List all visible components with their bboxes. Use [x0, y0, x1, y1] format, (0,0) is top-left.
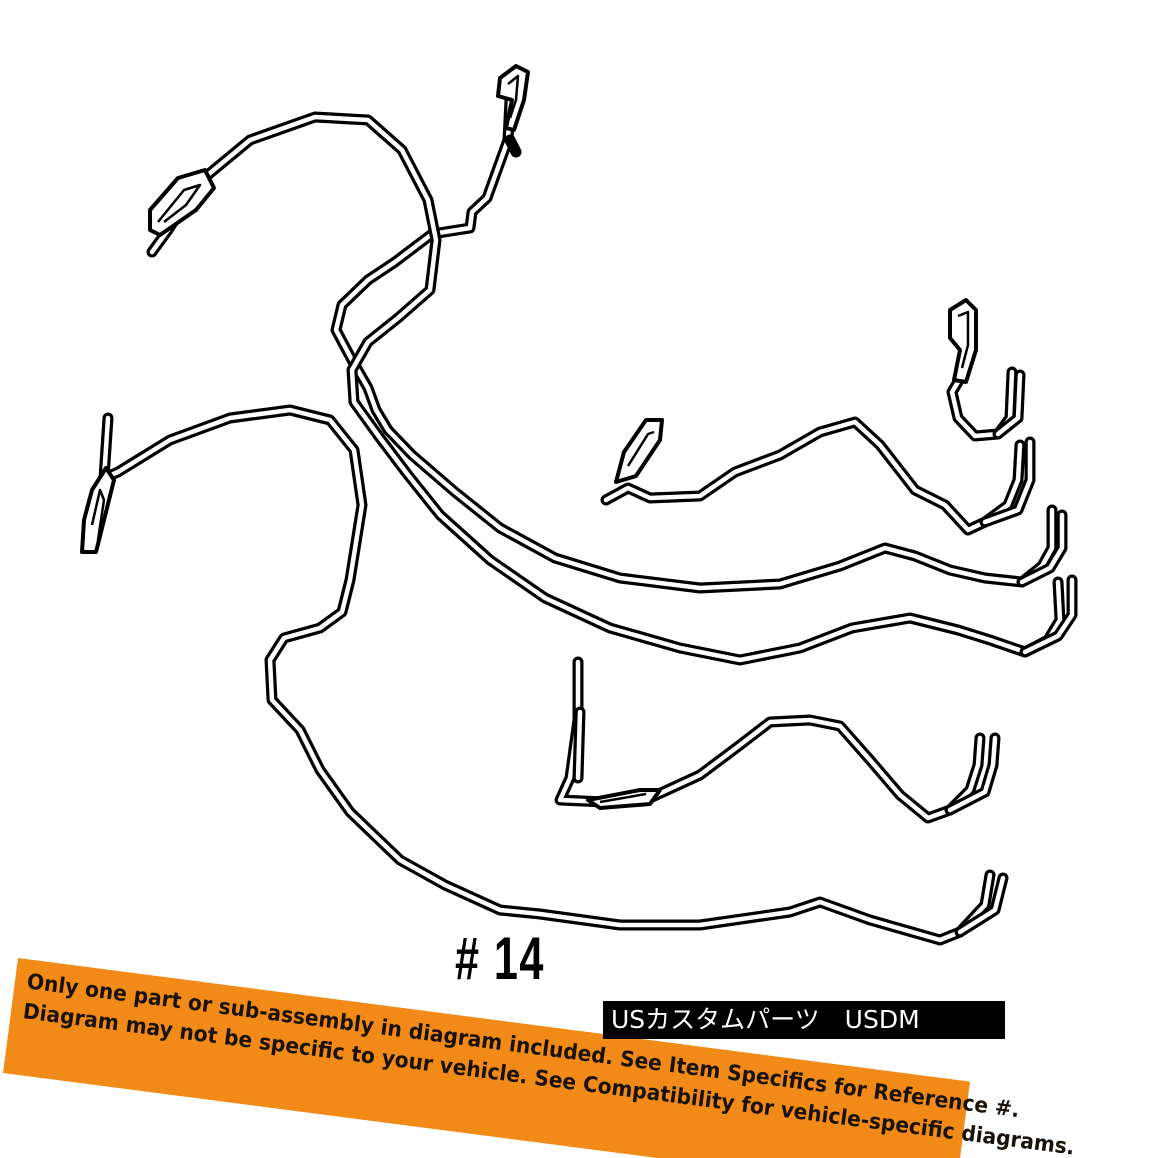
- bracket-lower-middle: [586, 788, 662, 810]
- tube-left-loop: [104, 410, 1003, 940]
- bracket-top-center: [496, 64, 530, 158]
- bracket-upper-left: [148, 168, 216, 237]
- bracket-left: [80, 466, 116, 554]
- tube-right-middle: [606, 422, 1030, 530]
- seller-watermark: USカスタムパーツ USDM: [603, 1001, 1005, 1039]
- bracket-top-right: [948, 298, 978, 384]
- part-reference-number: # 14: [455, 925, 545, 992]
- bracket-small-right: [614, 418, 664, 484]
